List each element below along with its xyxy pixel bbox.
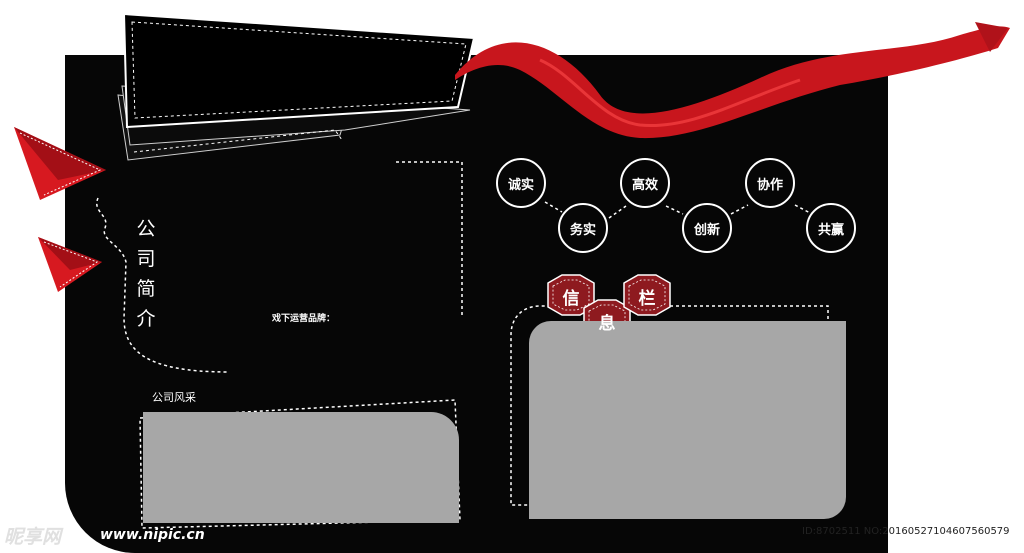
- hexagon-icon: [623, 274, 671, 316]
- info-board-panel: [529, 321, 846, 519]
- intro-title-char: 介: [136, 308, 156, 330]
- intro-title-char: 公: [136, 218, 156, 240]
- ribbon-icon: [455, 22, 1010, 139]
- info-board-char: 息: [598, 314, 616, 334]
- value-circle-collaboration: 协作: [745, 158, 795, 208]
- watermark-id: ID:8702511 NO:20160527104607560579: [802, 526, 1010, 537]
- info-board-char: 栏: [638, 289, 656, 309]
- value-circle-pragmatism: 务实: [558, 203, 608, 253]
- paper-plane-icon: [14, 127, 106, 200]
- watermark-url: www.nipic.cn: [100, 527, 205, 543]
- intro-title: 公 司 简 介: [134, 214, 158, 334]
- intro-title-char: 司: [136, 248, 156, 270]
- value-circle-win-win: 共赢: [806, 203, 856, 253]
- gallery-panel: [143, 412, 459, 523]
- paper-plane-icon: [38, 237, 102, 292]
- gallery-label: 公司风采: [152, 391, 196, 404]
- intro-title-char: 简: [136, 278, 156, 300]
- value-circle-efficiency: 高效: [620, 158, 670, 208]
- info-board-char: 信: [562, 289, 580, 309]
- watermark-logo: 昵享网: [4, 526, 62, 548]
- header-panel-front: [122, 12, 476, 129]
- value-circle-honesty: 诚实: [496, 158, 546, 208]
- value-circle-innovation: 创新: [682, 203, 732, 253]
- intro-snippet: 戏下运营品牌：: [272, 314, 336, 324]
